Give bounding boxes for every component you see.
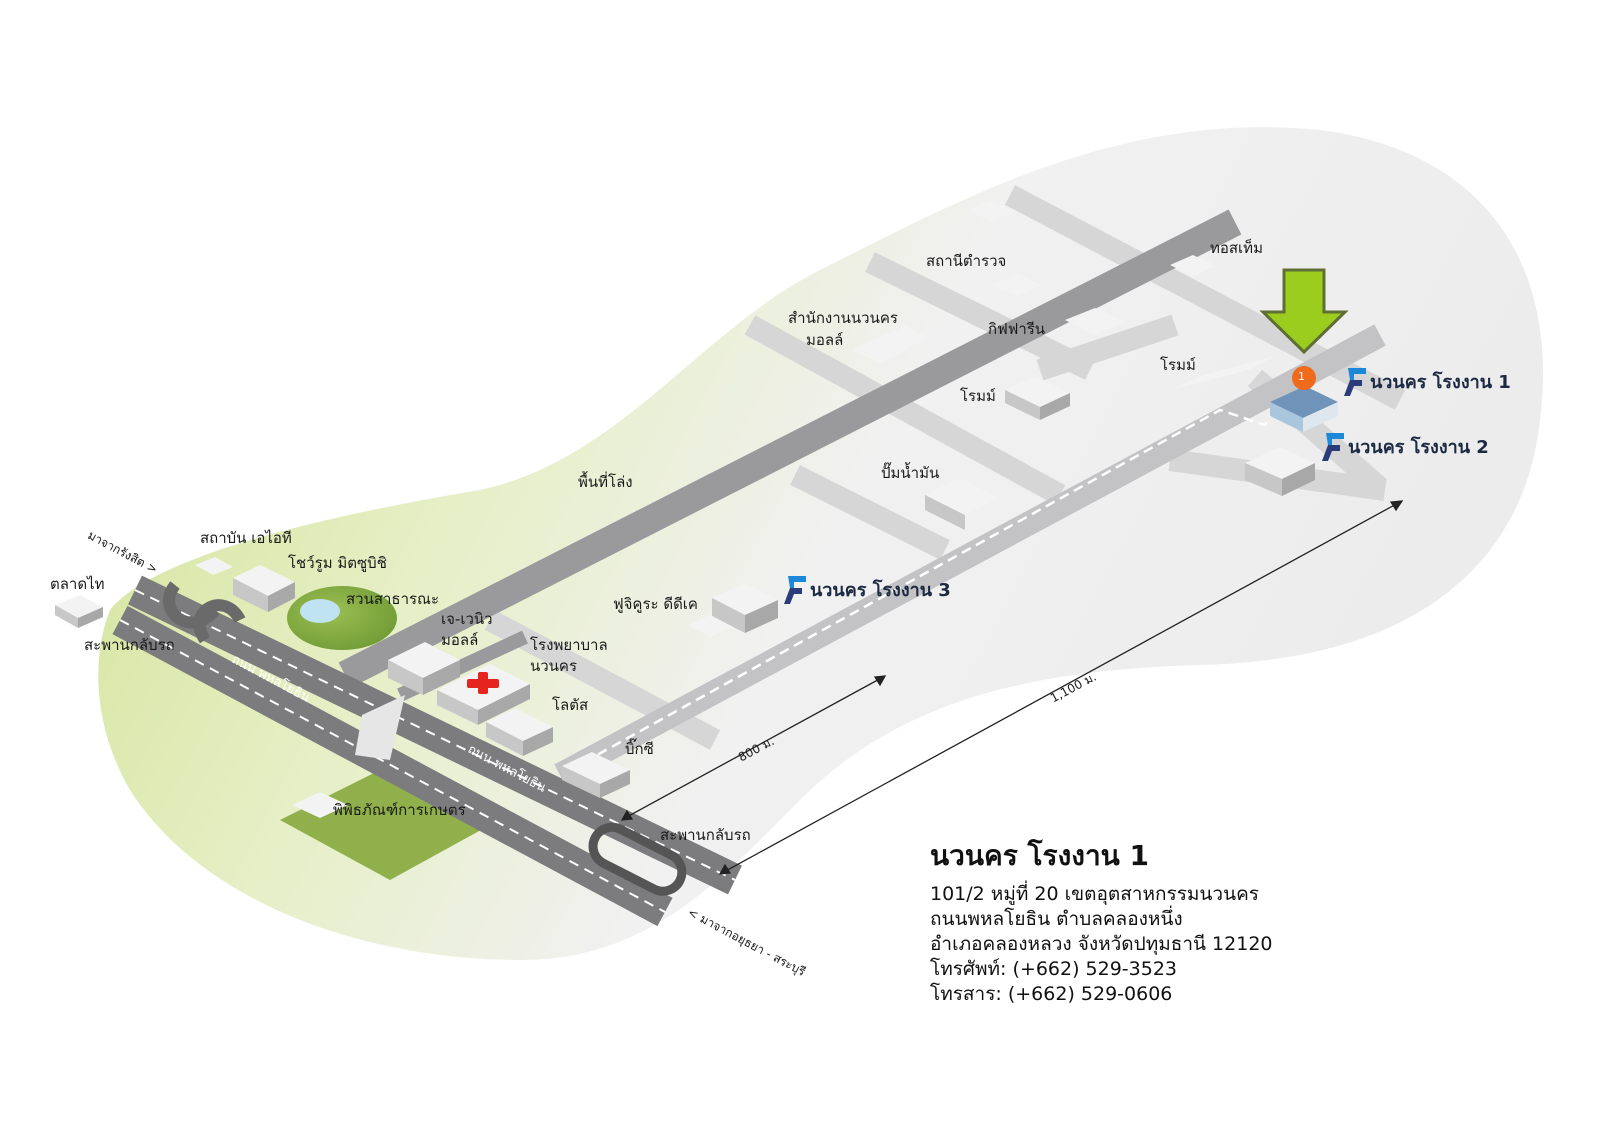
distance-arrows bbox=[620, 500, 1404, 875]
label-park: สวนสาธารณะ bbox=[346, 590, 440, 608]
plant-2-label[interactable]: นวนคร โรงงาน 2 bbox=[1320, 431, 1489, 461]
plant-3-name: นวนคร โรงงาน 3 bbox=[810, 579, 951, 601]
label-bigc: บิ๊กซี bbox=[625, 740, 654, 758]
buildings bbox=[55, 200, 1338, 818]
label-mitsubishi: โชว์รูม มิตซูบิชิ bbox=[288, 554, 387, 572]
label-lotus: โลตัส bbox=[552, 696, 589, 714]
location-marker bbox=[1292, 366, 1316, 390]
location-arrow-icon bbox=[1259, 268, 1349, 355]
label-office-1: สำนักงานนวนคร bbox=[788, 309, 898, 327]
address-line-3: อำเภอคลองหลวง จังหวัดปทุมธานี 12120 bbox=[930, 933, 1273, 955]
marker-number: 1 bbox=[1298, 370, 1305, 383]
address-line-1: 101/2 หมู่ที่ 20 เขตอุตสาหกรรมนวนคร bbox=[930, 883, 1259, 905]
label-hospital-2: นวนคร bbox=[530, 657, 578, 675]
route-path bbox=[569, 408, 1277, 772]
label-jvenue-2: มอลล์ bbox=[441, 631, 479, 649]
address-fax: โทรสาร: (+662) 529-0606 bbox=[930, 983, 1173, 1005]
pond bbox=[300, 599, 340, 623]
address-line-2: ถนนพหลโยธิน ตำบลคลองหนึ่ง bbox=[930, 908, 1183, 930]
label-police: สถานีตำรวจ bbox=[926, 252, 1007, 270]
label-uturn-2: สะพานกลับรถ bbox=[660, 826, 751, 844]
plant-2-name: นวนคร โรงงาน 2 bbox=[1348, 436, 1489, 458]
label-office-2: มอลล์ bbox=[806, 331, 844, 349]
label-hospital-1: โรงพยาบาล bbox=[530, 636, 608, 654]
plant-3-label[interactable]: นวนคร โรงงาน 3 bbox=[782, 574, 951, 604]
label-ait: สถาบัน เอไอที bbox=[200, 529, 292, 547]
label-gas-station: ปั๊มน้ำมัน bbox=[881, 464, 940, 482]
red-cross-icon bbox=[467, 672, 499, 694]
museum-lawn bbox=[280, 770, 490, 880]
label-fujikura: ฟูจิคูระ ดีดีเค bbox=[613, 595, 698, 613]
label-museum: พิพิธภัณฑ์การเกษตร bbox=[333, 801, 466, 819]
label-giffarine: กิฟฟารีน bbox=[988, 320, 1046, 338]
address-title: นวนคร โรงงาน 1 bbox=[930, 839, 1150, 872]
plant-1-name: นวนคร โรงงาน 1 bbox=[1370, 371, 1511, 393]
plant-1-label[interactable]: นวนคร โรงงาน 1 bbox=[1342, 366, 1511, 396]
navanakorn-logo-icon bbox=[1322, 433, 1344, 461]
address-block: นวนคร โรงงาน 1 101/2 หมู่ที่ 20 เขตอุตสา… bbox=[930, 834, 1273, 1007]
phahonyothin-highway bbox=[112, 575, 742, 927]
main-road bbox=[338, 209, 1242, 688]
plant-1-building bbox=[1270, 386, 1338, 432]
navanakorn-logo-icon bbox=[1344, 368, 1366, 396]
label-talad-thai: ตลาดไท bbox=[50, 575, 105, 593]
estate-road bbox=[554, 324, 1386, 786]
address-phone: โทรศัพท์: (+662) 529-3523 bbox=[930, 958, 1178, 980]
label-roma-1: โรมม์ bbox=[960, 387, 996, 405]
label-uturn-1: สะพานกลับรถ bbox=[84, 636, 175, 654]
label-tos: ทอสเท็ม bbox=[1210, 239, 1263, 257]
label-roma-2: โรมม์ bbox=[1160, 356, 1196, 374]
navanakorn-logo-icon bbox=[784, 576, 806, 604]
label-open-space: พื้นที่โล่ง bbox=[578, 473, 633, 491]
label-jvenue-1: เจ-เวนิว bbox=[441, 610, 493, 628]
